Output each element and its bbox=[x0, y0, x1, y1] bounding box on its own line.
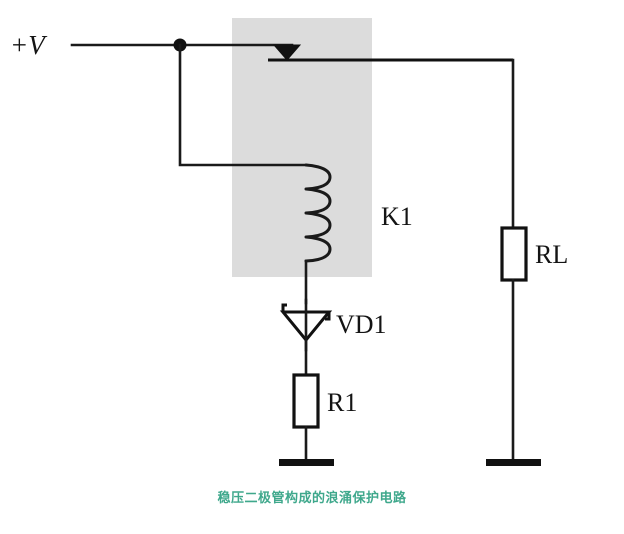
zener-label-vd1: VD1 bbox=[336, 310, 387, 339]
relay-shaded-region bbox=[232, 18, 372, 277]
coil-top-feed-wire bbox=[178, 43, 308, 167]
resistor-rl-body bbox=[500, 226, 528, 282]
ground-symbol-right bbox=[486, 459, 541, 466]
diagram-caption: 稳压二极管构成的浪涌保护电路 bbox=[217, 490, 407, 506]
relay-label-k1: K1 bbox=[381, 202, 413, 231]
resistor-r1-body bbox=[292, 373, 320, 429]
resistor-label-r1: R1 bbox=[327, 388, 357, 417]
relay-coil-winding bbox=[304, 163, 332, 263]
zener-cathode-left-bend bbox=[281, 303, 287, 312]
supply-label: +V bbox=[10, 30, 48, 60]
resistor-label-rl: RL bbox=[535, 240, 568, 269]
relay-actuator-triangle-icon bbox=[272, 44, 302, 61]
ground-symbol-left bbox=[279, 459, 334, 466]
